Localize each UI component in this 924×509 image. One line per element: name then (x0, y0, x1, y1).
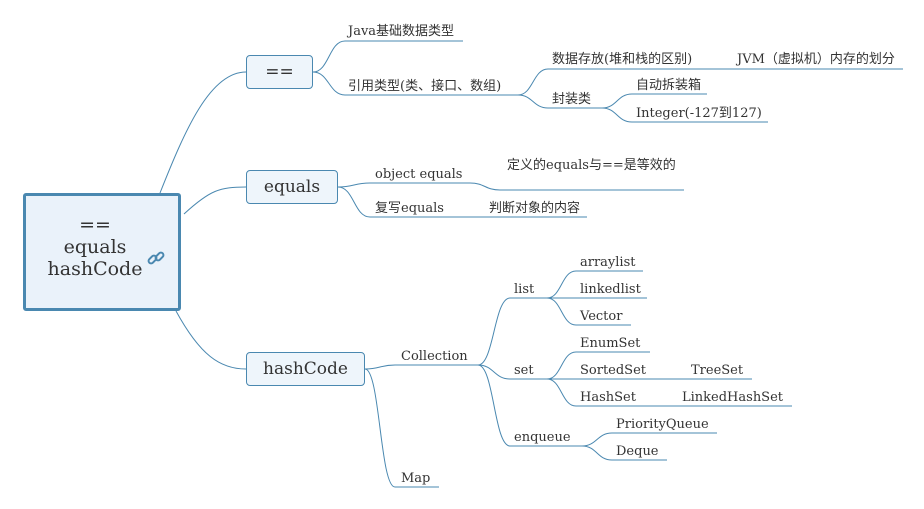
node-collection[interactable]: Collection (401, 349, 468, 364)
connector-deque (581, 445, 667, 461)
root-line-1: == (79, 214, 111, 236)
node-sortedset[interactable]: SortedSet (580, 363, 647, 378)
connector-autobox (601, 93, 707, 109)
node-reference-types[interactable]: 引用类型(类、接口、数组) (348, 79, 502, 94)
node-hashset[interactable]: HashSet (580, 390, 636, 405)
node-autoboxing[interactable]: 自动拆装箱 (636, 78, 702, 93)
connector-root-hashcode (175, 310, 247, 370)
connector-ref-type (312, 71, 518, 96)
connector-hashset (546, 378, 644, 407)
node-override-equals[interactable]: 复写equals (375, 201, 444, 216)
node-enumset[interactable]: EnumSet (580, 336, 641, 351)
connector-arraylist (546, 270, 643, 299)
node-jvm-memory[interactable]: JVM（虚拟机）内存的划分 (737, 52, 895, 67)
node-map[interactable]: Map (401, 471, 431, 486)
node-enqueue[interactable]: enqueue (514, 430, 571, 445)
node-linkedhashset[interactable]: LinkedHashSet (682, 390, 784, 405)
node-treeset[interactable]: TreeSet (691, 363, 744, 378)
node-wrapper-class[interactable]: 封装类 (552, 92, 592, 107)
node-vector[interactable]: Vector (580, 309, 623, 324)
connector-enqueue (477, 364, 582, 447)
connector-vector (546, 297, 631, 326)
node-data-storage[interactable]: 数据存放(堆和栈的区别) (552, 52, 693, 67)
connector-override-equals (337, 186, 480, 218)
connector-java-basic (312, 40, 463, 73)
branch-hashcode[interactable]: hashCode (246, 352, 365, 386)
connector-wrapper (517, 94, 602, 109)
branch-double-equals[interactable]: == (246, 55, 313, 89)
connector-set (477, 364, 547, 380)
connector-storage (517, 68, 730, 96)
node-priorityqueue[interactable]: PriorityQueue (616, 417, 709, 432)
node-arraylist[interactable]: arraylist (580, 255, 636, 270)
node-java-basic-types[interactable]: Java基础数据类型 (348, 24, 455, 39)
node-set[interactable]: set (514, 363, 534, 378)
node-integer-cache[interactable]: Integer(-127到127) (636, 106, 762, 121)
connector-object-equals (337, 182, 470, 188)
link-icon[interactable] (146, 248, 166, 268)
connector-priorityqueue (581, 432, 717, 447)
root-line-3: hashCode (47, 258, 143, 280)
root-line-2: equals (63, 236, 127, 258)
node-list[interactable]: list (514, 282, 535, 297)
node-deque[interactable]: Deque (616, 444, 659, 459)
connector-integer (601, 107, 768, 123)
connector-map (364, 368, 439, 488)
node-object-equals[interactable]: object equals (375, 167, 463, 182)
node-linkedlist[interactable]: linkedlist (580, 282, 641, 297)
connector-root-equals (183, 186, 247, 215)
connector-defined-equals (469, 182, 684, 191)
node-defined-equals[interactable]: 定义的equals与==是等效的 (507, 158, 676, 173)
root-topic[interactable]: == equals hashCode (23, 193, 181, 311)
connector-list (477, 297, 547, 366)
connector-enumset (546, 351, 650, 380)
connector-root-eq (159, 71, 247, 194)
branch-equals[interactable]: equals (246, 170, 338, 204)
node-judge-content[interactable]: 判断对象的内容 (489, 201, 581, 216)
connector-collection (364, 364, 478, 370)
